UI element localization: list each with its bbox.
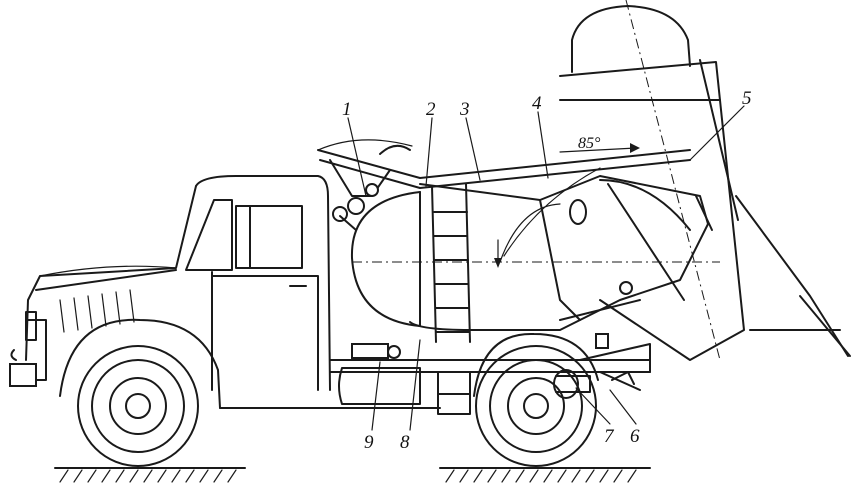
callout-7: 7: [604, 426, 615, 447]
angle-label: 85°: [578, 135, 601, 152]
callout-5: 5: [742, 88, 752, 109]
tilt-frame: [317, 139, 691, 189]
callout-3: 3: [459, 99, 470, 120]
water-tank: [338, 343, 421, 405]
dosing-mechanism: [329, 159, 391, 231]
tilt-angle: 85°: [503, 135, 601, 257]
callout-6: 6: [630, 426, 640, 447]
callout-9: 9: [364, 432, 374, 453]
bumper: [9, 363, 37, 387]
callout-2: 2: [426, 99, 436, 120]
ladder: [431, 183, 471, 415]
callout-1: 1: [342, 99, 352, 120]
ground-line: [54, 467, 651, 483]
mixing-drum: [350, 175, 720, 331]
leader-lines: [347, 105, 745, 431]
chassis-frame: [219, 343, 651, 409]
rear-wheel: [473, 332, 599, 467]
front-wheel: [59, 318, 221, 467]
raised-drum: [559, 0, 851, 361]
drum-drive: [553, 333, 609, 399]
truck-cab: [9, 175, 331, 391]
callout-8: 8: [400, 432, 410, 453]
callout-4: 4: [532, 93, 542, 114]
